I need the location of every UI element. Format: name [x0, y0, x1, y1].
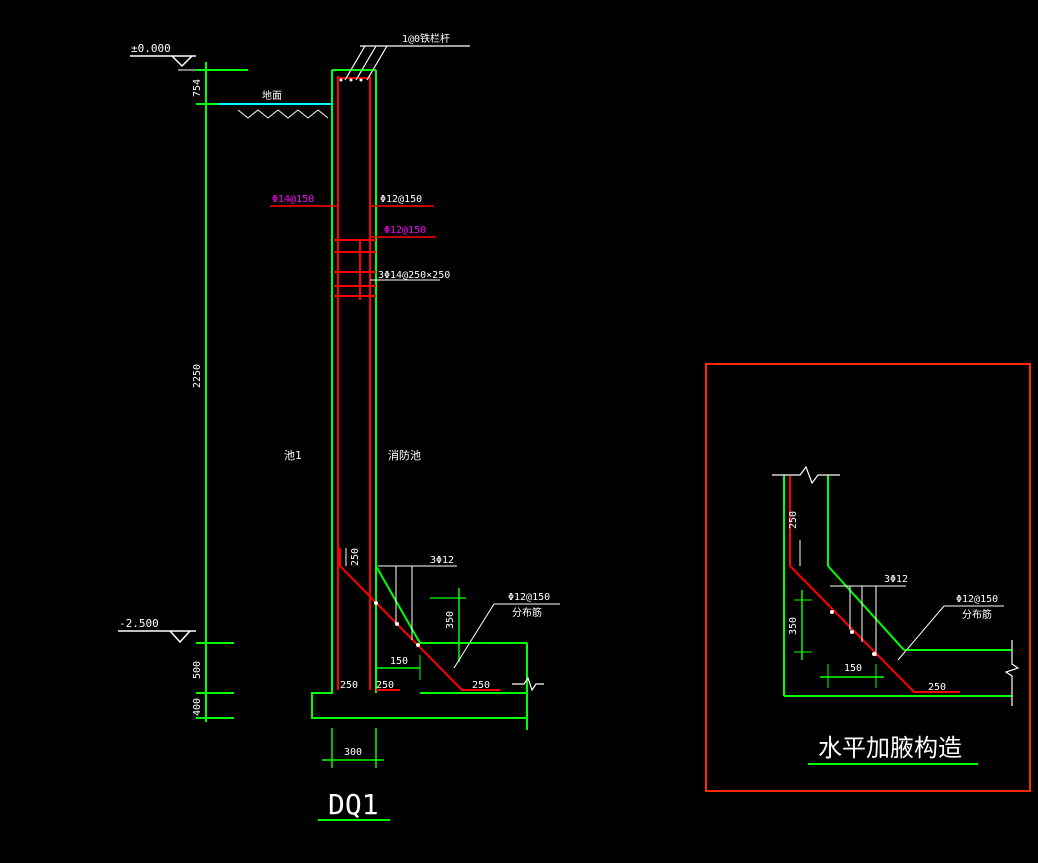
dim-350: 350: [445, 611, 456, 629]
dim-250-a: 250: [340, 680, 358, 691]
dim-haunch-250: 250: [350, 548, 361, 566]
haunch-bars-text: 3Φ12: [430, 555, 454, 566]
pool-left-label: 池1: [284, 449, 302, 462]
ground-line: 地面: [206, 89, 332, 119]
elevation-dimension: [196, 62, 248, 722]
top-note-text: 1@0铁栏杆: [402, 32, 450, 45]
top-note-leader: [344, 45, 470, 81]
rebar-left-text: Φ14@150: [272, 194, 314, 205]
dim-2250: 2250: [192, 364, 203, 388]
dim-250-c: 250: [472, 680, 490, 691]
detail-break-top: [772, 465, 840, 485]
rebar-dots: [339, 78, 420, 647]
dim-250-b: 250: [376, 680, 394, 691]
detail-rebar-dots: [830, 610, 876, 656]
detail-dim-250-top: 250: [788, 511, 799, 529]
elevation-top-text: ±0.000: [131, 42, 171, 55]
detail-haunch-dist-text: Φ12@150: [956, 594, 998, 605]
detail-dim-150: 150: [844, 663, 862, 674]
detail-break-right: [1004, 640, 1020, 706]
elevation-bottom-marker: -2.500: [118, 617, 196, 644]
haunch-dimension-lines: [345, 548, 560, 680]
dim-500: 500: [192, 661, 203, 679]
dim-300: 300: [344, 747, 362, 758]
rebar-lines: [334, 76, 500, 691]
stirrup-text: 3Φ14@250×250: [378, 270, 450, 281]
elevation-top-marker: ±0.000: [130, 42, 196, 71]
dim-754: 754: [192, 79, 203, 97]
detail-dimension-lines: [794, 540, 1004, 688]
elevation-bottom-text: -2.500: [119, 617, 159, 630]
dim-400: 400: [192, 698, 203, 716]
pool-right-label: 消防池: [388, 448, 421, 462]
detail-title: 水平加腋构造: [818, 734, 962, 762]
haunch-dist-note: 分布筋: [512, 606, 542, 619]
break-symbol-right: [512, 676, 544, 692]
rebar-right-2-text: Φ12@150: [384, 225, 426, 236]
haunch-dist-text: Φ12@150: [508, 592, 550, 603]
rebar-right-1-text: Φ12@150: [380, 194, 422, 205]
dim-150: 150: [390, 656, 408, 667]
detail-haunch-bars-text: 3Φ12: [884, 574, 908, 585]
detail-haunch-dist-note: 分布筋: [962, 608, 992, 621]
detail-rebar: [789, 476, 960, 693]
detail-frame: [705, 363, 1031, 792]
wall-outline: [311, 69, 528, 730]
detail-outline: [783, 475, 1012, 697]
drawing-title: DQ1: [328, 788, 379, 821]
detail-dim-250-bottom: 250: [928, 682, 946, 693]
wall-thickness-dim: [322, 728, 384, 768]
detail-dim-350: 350: [788, 617, 799, 635]
soil-label: 地面: [262, 89, 282, 102]
